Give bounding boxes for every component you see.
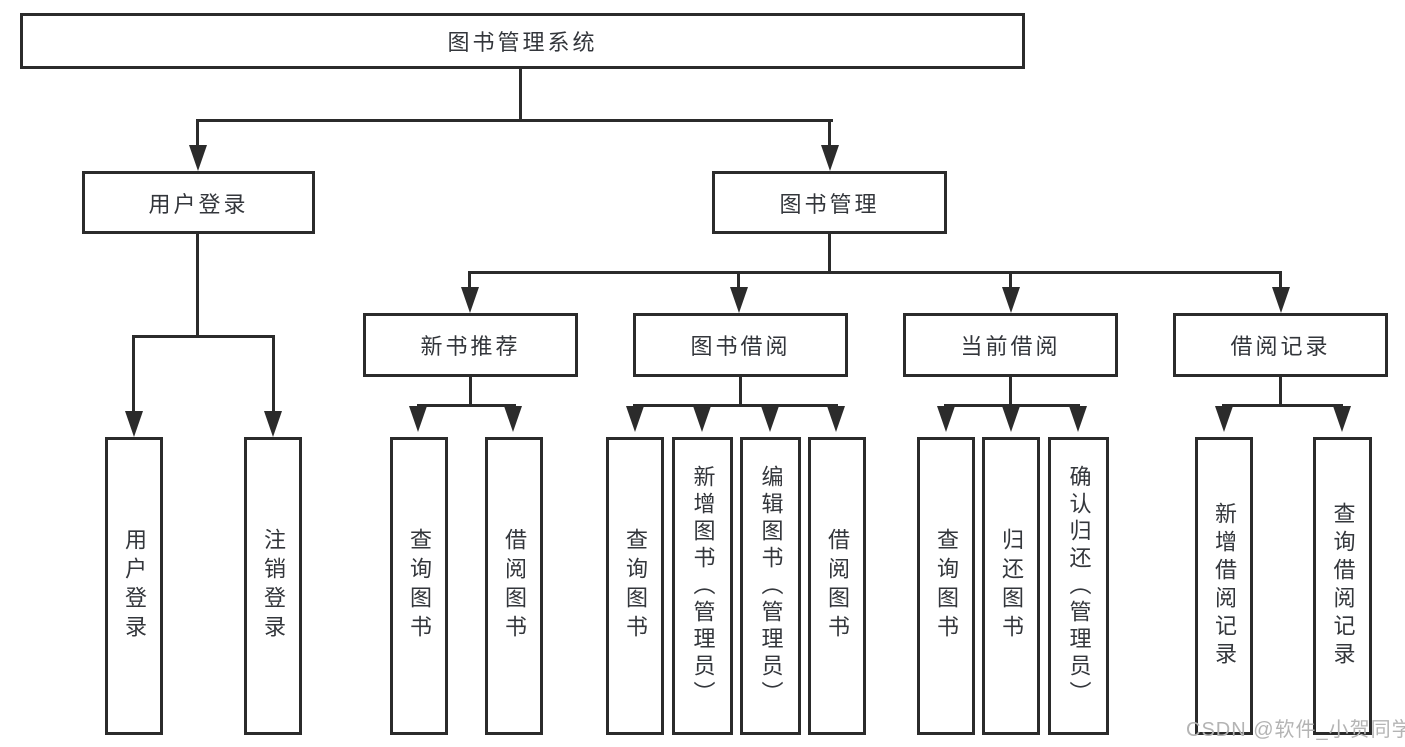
arrow-down-icon: [693, 406, 711, 432]
csdn-watermark: CSDN @软件_小贺同学: [1186, 719, 1405, 741]
leaf-add-borrow-record: 新增借阅记录: [1195, 437, 1253, 735]
arrow-down-icon: [730, 287, 748, 313]
leaf-recommend-borrow-books: 借阅图书: [485, 437, 543, 735]
leaf-borrow-search-books: 查询图书: [606, 437, 664, 735]
connector-records-bar: [1222, 404, 1343, 407]
leaf-return-books: 归还图书: [982, 437, 1040, 735]
leaf-logout: 注销登录: [244, 437, 302, 735]
node-root-library-management-system: 图书管理系统: [20, 13, 1025, 69]
connector-user-login-stem: [196, 234, 199, 338]
arrow-down-icon: [937, 406, 955, 432]
connector-book-mgmt-drop-3: [1009, 271, 1012, 291]
connector-current-stem: [1009, 377, 1012, 407]
arrow-down-icon: [821, 145, 839, 171]
leaf-search-borrow-record: 查询借阅记录: [1313, 437, 1372, 735]
connector-book-mgmt-bar: [468, 271, 1282, 274]
arrow-down-icon: [409, 406, 427, 432]
connector-book-mgmt-stem: [828, 234, 831, 274]
connector-current-bar: [944, 404, 1080, 407]
connector-recommend-bar: [417, 404, 516, 407]
connector-root-stem: [519, 68, 522, 120]
connector-records-stem: [1279, 377, 1282, 407]
connector-root-right-drop: [828, 119, 831, 151]
arrow-down-icon: [1333, 406, 1351, 432]
node-book-borrowing: 图书借阅: [633, 313, 848, 377]
connector-book-mgmt-drop-2: [737, 271, 740, 291]
connector-root-bar: [197, 119, 833, 122]
leaf-recommend-search-books: 查询图书: [390, 437, 448, 735]
arrow-down-icon: [761, 406, 779, 432]
leaf-user-login: 用户登录: [105, 437, 163, 735]
arrow-down-icon: [1002, 406, 1020, 432]
connector-book-mgmt-drop-1: [468, 271, 471, 291]
connector-book-mgmt-drop-4: [1279, 271, 1282, 291]
leaf-borrow-books: 借阅图书: [808, 437, 866, 735]
connector-borrow-stem: [739, 377, 742, 407]
arrow-down-icon: [264, 411, 282, 437]
connector-borrow-bar: [633, 404, 838, 407]
leaf-add-books-admin: 新增图书（管理员）: [672, 437, 733, 735]
arrow-down-icon: [827, 406, 845, 432]
leaf-current-search-books: 查询图书: [917, 437, 975, 735]
connector-user-login-drop-1: [132, 335, 135, 413]
node-current-borrowing: 当前借阅: [903, 313, 1118, 377]
leaf-edit-books-admin: 编辑图书（管理员）: [740, 437, 801, 735]
connector-user-login-drop-2: [272, 335, 275, 413]
arrow-down-icon: [125, 411, 143, 437]
node-user-login: 用户登录: [82, 171, 315, 234]
node-book-management: 图书管理: [712, 171, 947, 234]
arrow-down-icon: [504, 406, 522, 432]
node-new-book-recommendation: 新书推荐: [363, 313, 578, 377]
leaf-confirm-return-admin: 确认归还（管理员）: [1048, 437, 1109, 735]
arrow-down-icon: [1002, 287, 1020, 313]
arrow-down-icon: [626, 406, 644, 432]
arrow-down-icon: [1272, 287, 1290, 313]
arrow-down-icon: [189, 145, 207, 171]
node-borrowing-records: 借阅记录: [1173, 313, 1388, 377]
arrow-down-icon: [461, 287, 479, 313]
connector-root-left-drop: [196, 119, 199, 151]
connector-user-login-bar: [132, 335, 275, 338]
arrow-down-icon: [1069, 406, 1087, 432]
arrow-down-icon: [1215, 406, 1233, 432]
connector-recommend-stem: [469, 377, 472, 407]
